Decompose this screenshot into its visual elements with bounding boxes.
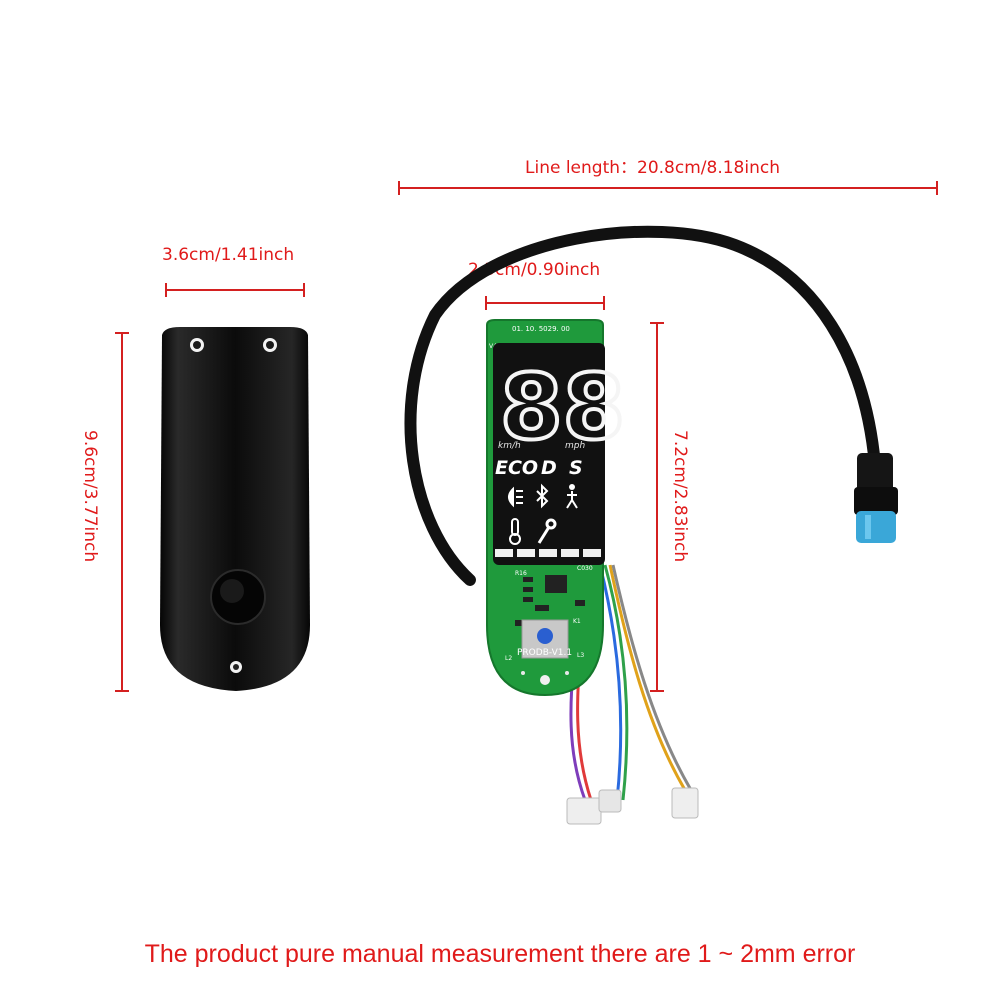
dashboard-board: 01. 10. 5029. 00 V4 88 km/h mph ECO D S …	[404, 225, 898, 825]
cover-width-label: 3.6cm/1.41inch	[162, 245, 295, 265]
line-length-label: Line length：20.8cm/8.18inch	[525, 158, 780, 178]
mode-push-button	[537, 628, 553, 644]
board-mark-l2: L2	[505, 655, 512, 662]
board-mark-l3: L3	[577, 652, 584, 659]
line-length-dimension	[398, 181, 938, 195]
mode-eco: ECO	[495, 457, 538, 479]
cable-connector	[854, 453, 898, 543]
mode-s: S	[569, 457, 583, 479]
lcd-screen	[493, 343, 605, 565]
board-mark-k1: K1	[573, 618, 581, 625]
headlight-icon	[508, 486, 523, 508]
board-model: PRODB-V1.1	[517, 648, 572, 658]
measurement-disclaimer: The product pure manual measurement ther…	[144, 940, 856, 968]
mode-d: D	[541, 457, 557, 479]
jst-connector-right	[671, 787, 699, 819]
board-height-dimension	[650, 322, 664, 692]
unit-kmh: km/h	[498, 441, 521, 451]
wrench-icon	[537, 518, 557, 544]
temperature-icon	[509, 518, 521, 545]
bluetooth-icon	[536, 483, 549, 509]
cover-height-dimension	[115, 332, 129, 692]
unit-mph: mph	[565, 441, 585, 451]
walk-mode-icon	[566, 484, 578, 509]
board-mark-c030: C030	[577, 565, 593, 572]
jst-connector-left	[566, 789, 622, 825]
board-mark-v4: V4	[489, 343, 497, 350]
cover-height-label: 9.6cm/3.77inch	[80, 430, 100, 563]
cover-width-dimension	[165, 283, 305, 297]
board-top-silk: 01. 10. 5029. 00	[512, 325, 570, 333]
board-mark-r16: R16	[515, 570, 527, 577]
display-width-dimension	[485, 296, 605, 310]
display-cover	[160, 327, 310, 691]
speed-digits: 88	[500, 355, 625, 460]
battery-bars	[495, 549, 601, 557]
